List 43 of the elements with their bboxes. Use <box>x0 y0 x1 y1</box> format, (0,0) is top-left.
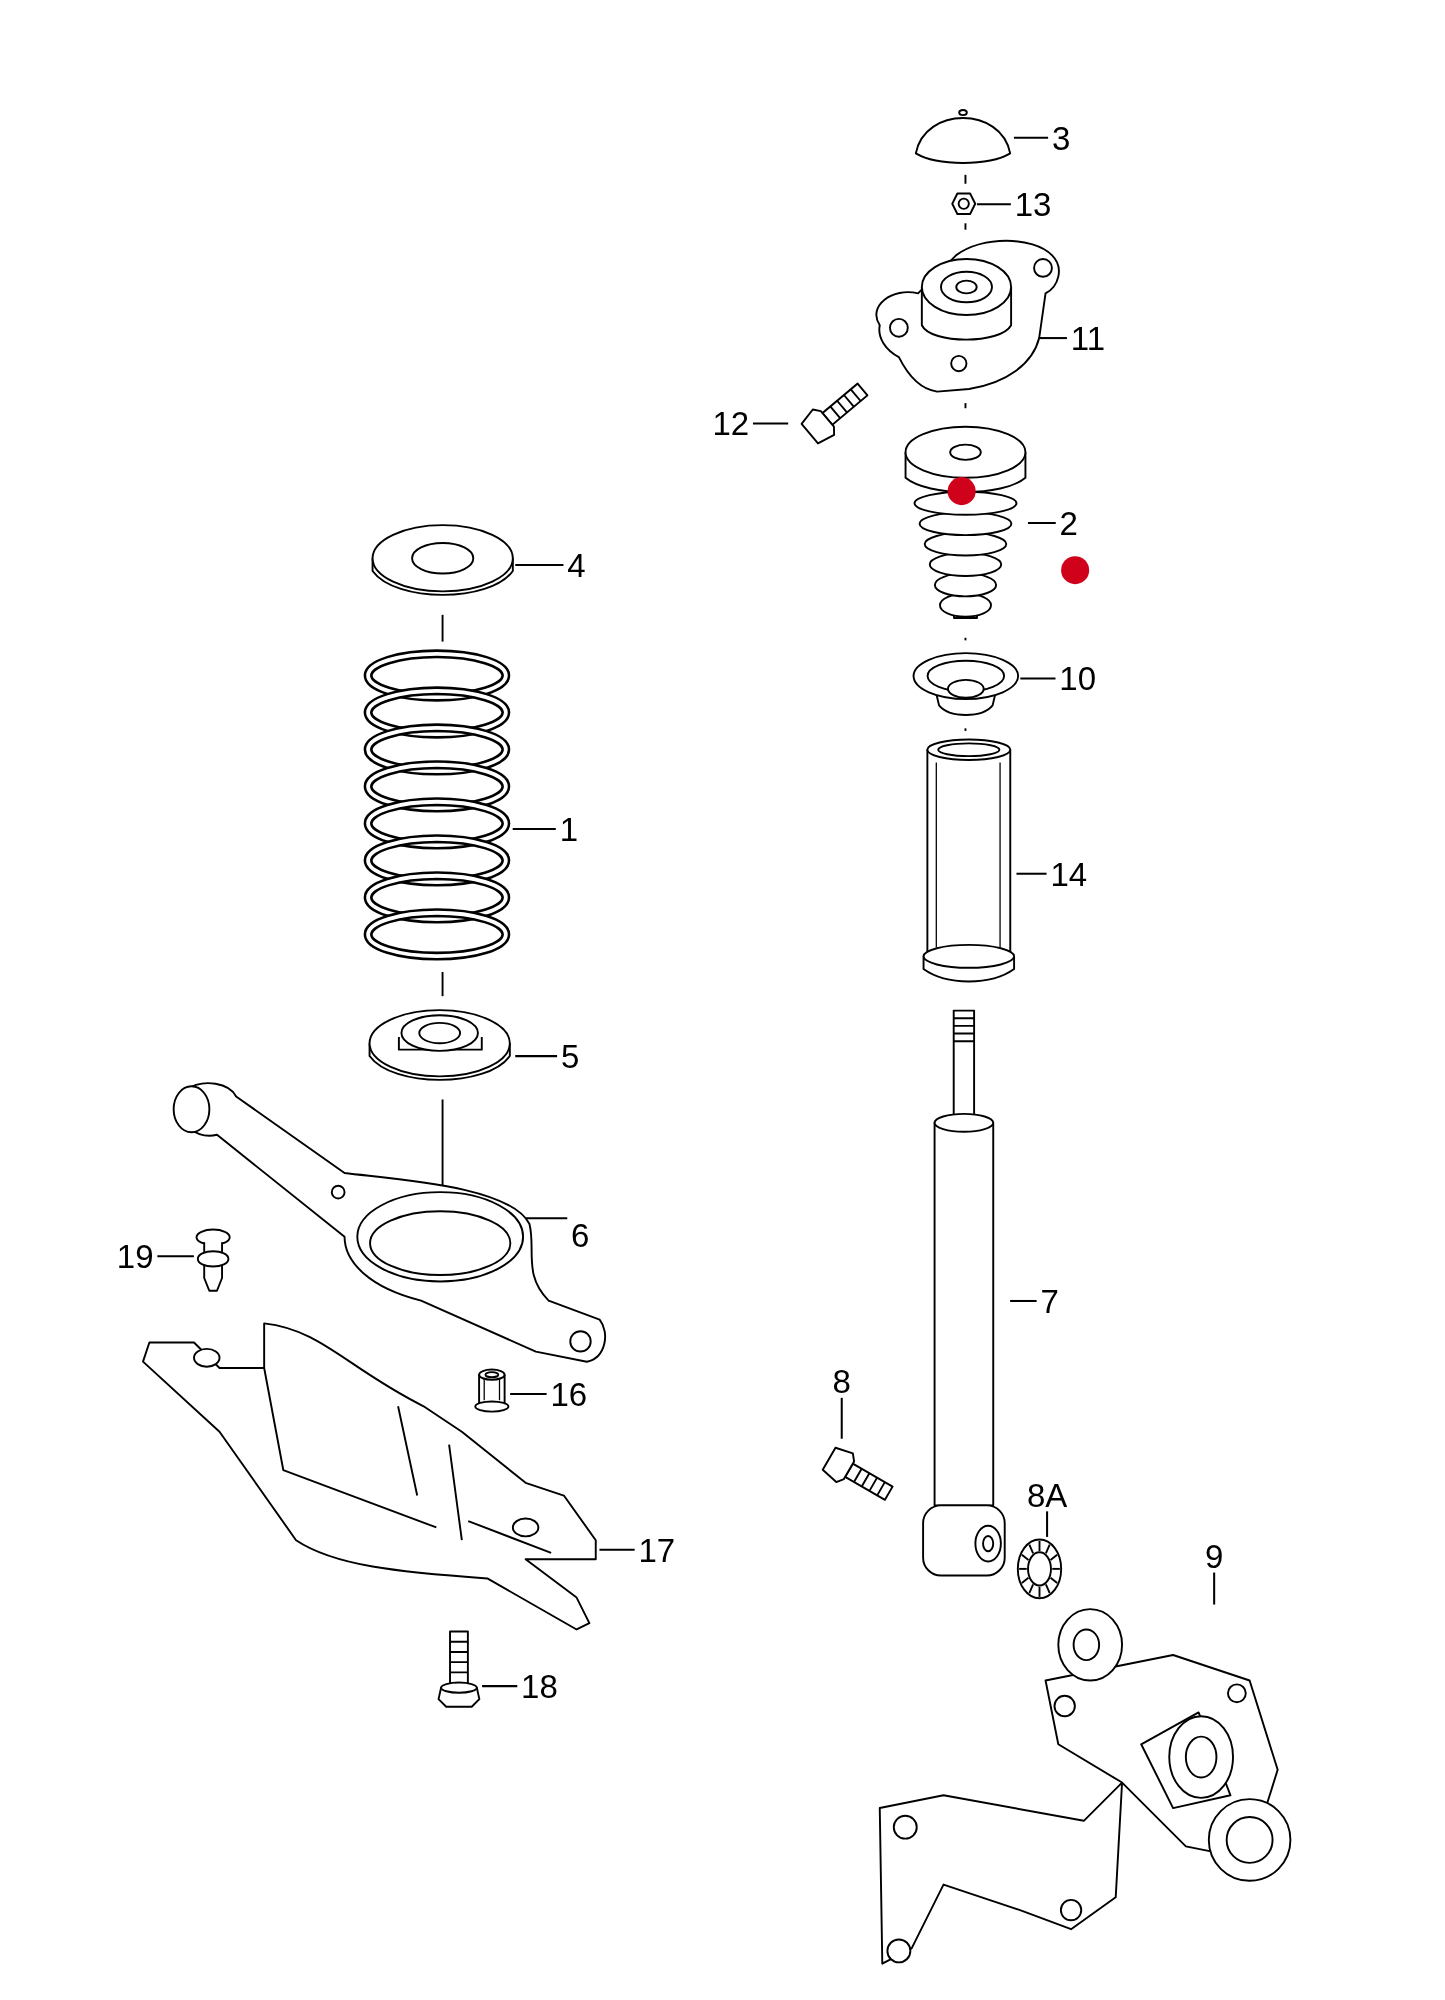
leader-line <box>1010 1299 1037 1302</box>
leader-line <box>976 203 1011 206</box>
leader-line <box>510 1393 547 1396</box>
leader-line <box>1016 872 1047 875</box>
callout-number: 19 <box>116 1239 154 1273</box>
bolt-drawing <box>436 1628 483 1709</box>
callout-number: 6 <box>571 1218 590 1252</box>
leader-line <box>1046 1511 1049 1537</box>
callout-number: 14 <box>1050 857 1088 891</box>
nut-drawing <box>951 191 977 217</box>
leader-line <box>515 1055 558 1058</box>
clip-drawing <box>193 1226 233 1295</box>
callout-number: 4 <box>567 548 586 582</box>
callout-number: 11 <box>1070 321 1105 355</box>
coil-spring-drawing <box>363 650 513 963</box>
callout-number: 16 <box>550 1377 588 1411</box>
callout-number: 18 <box>521 1669 558 1703</box>
callout-number: 12 <box>712 406 750 440</box>
callout-number: 7 <box>1040 1284 1059 1318</box>
leader-line <box>525 1217 568 1220</box>
leader-line <box>599 1548 635 1551</box>
leader-line <box>752 422 789 425</box>
callout-number: 10 <box>1059 662 1097 695</box>
leader-line <box>1027 522 1056 524</box>
leader-line <box>482 1685 518 1688</box>
callout-number: 17 <box>638 1533 676 1567</box>
bushing-drawing <box>474 1367 511 1414</box>
callout-number: 8A <box>1026 1478 1068 1512</box>
callout-number: 3 <box>1051 121 1071 155</box>
leader-line <box>512 828 556 831</box>
leader-line <box>157 1255 194 1258</box>
leader-line <box>515 564 564 567</box>
leader-line <box>1013 136 1049 139</box>
callout-number: 5 <box>560 1039 580 1073</box>
callout-number: 1 <box>559 812 578 846</box>
callout-number: 13 <box>1014 187 1052 221</box>
leader-line <box>1020 677 1056 680</box>
callout-number: 8 <box>832 1364 851 1398</box>
leader-line <box>1213 1572 1216 1605</box>
callout-number: 9 <box>1205 1539 1224 1573</box>
leader-line <box>1039 337 1067 340</box>
leader-line <box>840 1397 843 1439</box>
callout-number: 2 <box>1059 506 1078 540</box>
